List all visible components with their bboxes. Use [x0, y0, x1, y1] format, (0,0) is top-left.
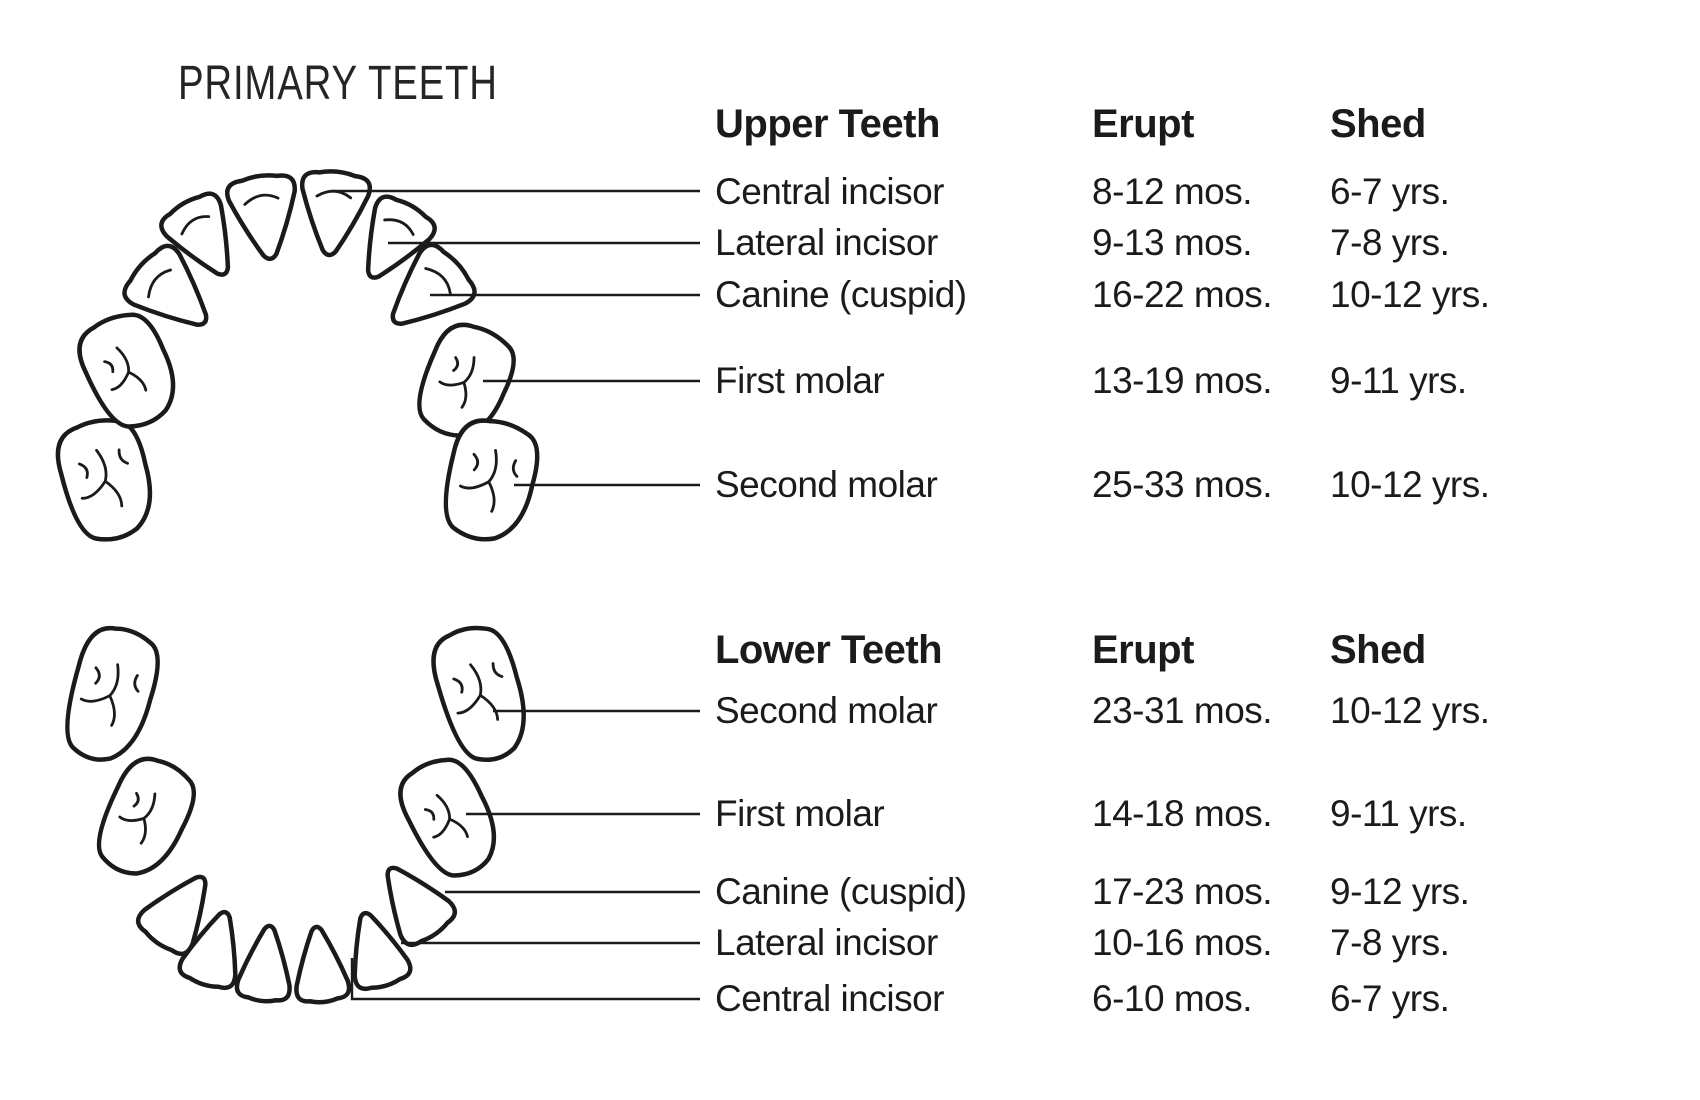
page-title: PRIMARY TEETH [178, 57, 498, 110]
erupt-cell: 14-18 mos. [1092, 793, 1273, 834]
erupt-cell: 6-10 mos. [1092, 978, 1253, 1019]
leader-lower-central-incisor [350, 958, 700, 1001]
upper-erupt-col-header: Erupt [1092, 102, 1194, 146]
tooth-name-cell: Second molar [715, 690, 938, 731]
shed-cell: 9-11 yrs. [1330, 360, 1467, 401]
erupt-cell: 17-23 mos. [1092, 871, 1273, 912]
lower-right-lateral-incisor [352, 910, 413, 992]
tooth-name-cell: First molar [715, 793, 885, 834]
shed-cell: 10-12 yrs. [1330, 464, 1490, 505]
upper-left-lateral-incisor [159, 191, 231, 277]
lower-left-lateral-incisor [177, 909, 238, 991]
shed-cell: 9-11 yrs. [1330, 793, 1467, 834]
lower-shed-col-header: Shed [1330, 628, 1426, 672]
lower-left-central-incisor [234, 923, 292, 1004]
shed-cell: 6-7 yrs. [1330, 171, 1450, 212]
lower-left-first-molar [96, 756, 197, 876]
tooth-name-cell: Central incisor [715, 171, 944, 212]
upper-right-lateral-incisor [365, 194, 437, 280]
upper-table-title: Upper Teeth [715, 102, 940, 146]
lower-right-first-molar [398, 757, 497, 878]
tooth-name-cell: Lateral incisor [715, 222, 938, 263]
lower-left-canine [135, 874, 208, 957]
tooth-name-cell: Canine (cuspid) [715, 274, 967, 315]
shed-cell: 10-12 yrs. [1330, 274, 1490, 315]
shed-cell: 7-8 yrs. [1330, 922, 1450, 963]
teeth-layer [55, 169, 540, 1005]
tooth-name-cell: Canine (cuspid) [715, 871, 967, 912]
lower-right-second-molar [431, 625, 526, 762]
tooth-name-cell: Central incisor [715, 978, 944, 1019]
upper-right-first-molar [417, 322, 516, 438]
lower-right-canine [385, 865, 458, 948]
lower-left-second-molar [65, 625, 160, 762]
upper-right-canine [390, 242, 477, 326]
shed-cell: 7-8 yrs. [1330, 222, 1450, 263]
upper-shed-col-header: Shed [1330, 102, 1426, 146]
erupt-cell: 25-33 mos. [1092, 464, 1273, 505]
upper-left-canine [122, 243, 209, 327]
tooth-name-cell: Lateral incisor [715, 922, 938, 963]
erupt-cell: 13-19 mos. [1092, 360, 1273, 401]
shed-cell: 10-12 yrs. [1330, 690, 1490, 731]
upper-right-central-incisor [299, 169, 373, 258]
upper-left-central-incisor [225, 173, 297, 262]
upper-left-second-molar [55, 418, 153, 542]
erupt-cell: 16-22 mos. [1092, 274, 1273, 315]
lower-table-title: Lower Teeth [715, 628, 943, 672]
erupt-cell: 23-31 mos. [1092, 690, 1273, 731]
erupt-cell: 10-16 mos. [1092, 922, 1273, 963]
leader-lines-layer [332, 189, 700, 1001]
tooth-name-cell: First molar [715, 360, 885, 401]
lower-erupt-col-header: Erupt [1092, 628, 1194, 672]
shed-cell: 6-7 yrs. [1330, 978, 1450, 1019]
lower-right-central-incisor [294, 924, 352, 1005]
erupt-cell: 8-12 mos. [1092, 171, 1253, 212]
shed-cell: 9-12 yrs. [1330, 871, 1470, 912]
tooth-name-cell: Second molar [715, 464, 938, 505]
erupt-cell: 9-13 mos. [1092, 222, 1253, 263]
upper-left-first-molar [77, 312, 176, 429]
